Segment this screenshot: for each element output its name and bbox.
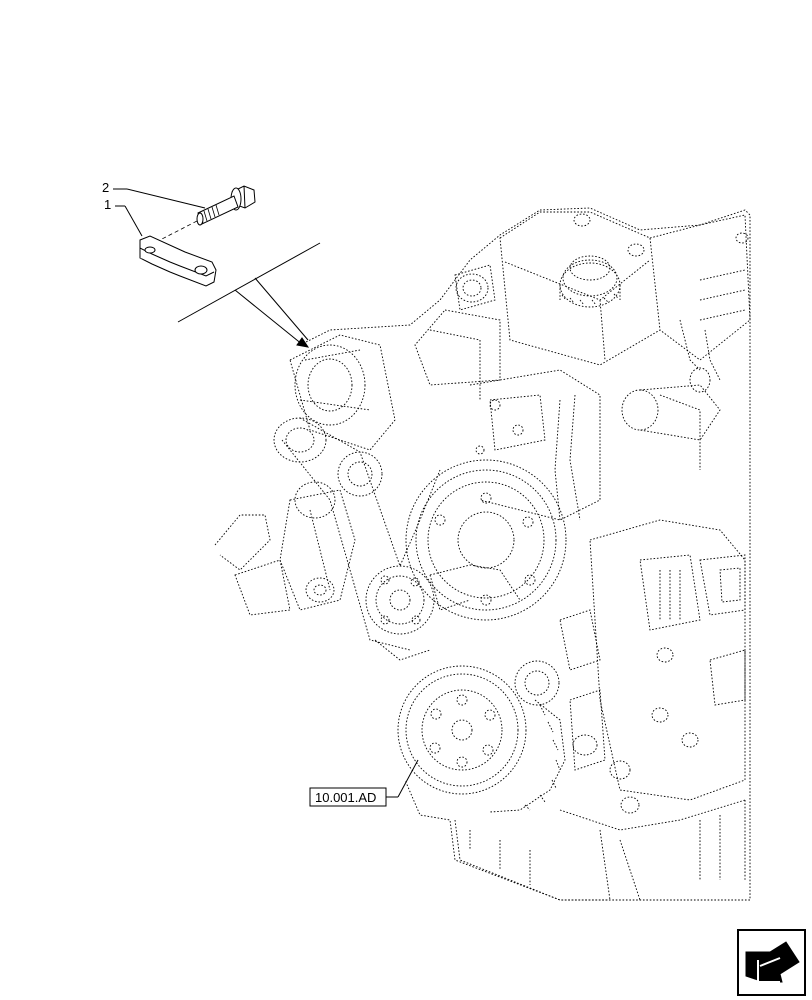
assembly-leader [177,242,321,348]
reference-callout: 10.001.AD [309,759,419,807]
arrow-icon[interactable] [737,929,806,996]
engine-drawing [214,207,751,901]
callout-2: 2 [102,180,206,209]
bracket-part [139,235,217,287]
callout-number-2: 2 [102,180,109,195]
callout-1: 1 [104,197,143,237]
bolt-part [196,185,256,226]
reference-label: 10.001.AD [315,790,376,805]
callout-number-1: 1 [104,197,111,212]
